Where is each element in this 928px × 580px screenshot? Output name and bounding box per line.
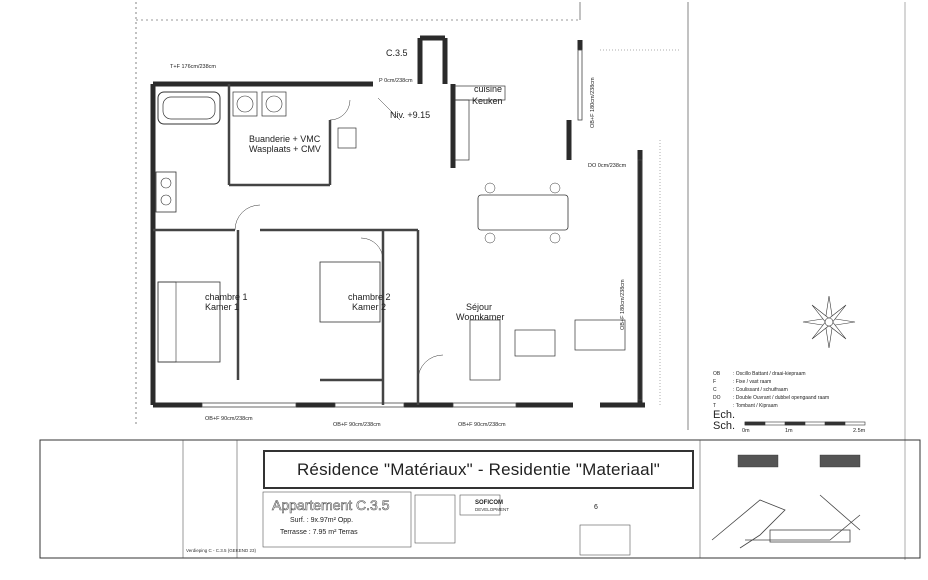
legend-code: OB [713, 371, 721, 377]
scale-tick-0: 0m [742, 428, 750, 434]
developer-sub: DEVELOPMENT [475, 507, 510, 512]
legend-row: DO : Double Ouvrant / dubbel opengaand ra… [713, 394, 829, 402]
bottom-reference: Verdieping C - C.3.5 (GEKEND 23) [186, 548, 257, 553]
window-note-bottom-mid: OB+F 90cm/238cm [333, 422, 381, 428]
window-note-right: DO 0cm/238cm [588, 163, 627, 169]
legend-text: : Oscillo Battant / draai-kiepraam [733, 371, 806, 377]
terrace-label: Terrasse : 7.95 m² Terras [280, 529, 358, 536]
page-number: 6 [594, 504, 598, 511]
legend-code: T [713, 403, 717, 409]
living-label-nl: Woonkamer [456, 312, 505, 322]
unit-label-top: C.3.5 [386, 48, 408, 58]
site-plan [711, 494, 861, 549]
window-note-top-left: T+F 176cm/238cm [170, 64, 217, 70]
bedroom2-label-nl: Kamer 2 [352, 302, 387, 312]
living-label-fr: Séjour [466, 302, 493, 312]
window-note-top-mid: P 0cm/238cm [379, 78, 413, 84]
building-thumbnails [737, 454, 861, 468]
window-note-bottom-right: OB+F 90cm/238cm [458, 422, 506, 428]
scale-label-nl: Sch. [713, 420, 736, 432]
legend-row: OB : Oscillo Battant / draai-kiepraam [713, 370, 829, 378]
residence-title: Résidence "Matériaux" - Residentie "Mate… [263, 450, 694, 489]
scale-tick-1: 1m [785, 428, 793, 434]
legend-row: T : Tombant / Kipraam [713, 402, 829, 410]
legend-code: DO [713, 395, 721, 401]
developer-brand: SOFICOM [475, 500, 503, 506]
laundry-label-nl: Wasplaats + CMV [249, 144, 321, 154]
legend-row: C : Coulissant / schuifraam [713, 386, 829, 394]
apartment-label: Appartement C.3.5 [272, 497, 390, 514]
kitchen-label-nl: Keuken [472, 96, 503, 106]
bedroom2-label-fr: chambre 2 [348, 292, 391, 302]
bedroom1-label-fr: chambre 1 [205, 292, 248, 302]
legend-code: F [713, 379, 717, 385]
compass-rose [802, 295, 856, 349]
window-note-bottom-left: OB+F 90cm/238cm [205, 416, 253, 422]
scale-bar [744, 421, 866, 426]
window-legend: OB : Oscillo Battant / draai-kiepraam F : … [713, 370, 829, 410]
legend-text: : Fixe / vast raam [733, 379, 772, 385]
kitchen-label-fr: cuisine [474, 84, 503, 94]
bedroom1-label-nl: Kamer 1 [205, 302, 240, 312]
laundry-label-fr: Buanderie + VMC [249, 134, 321, 144]
scale-tick-2: 2.5m [853, 428, 866, 434]
scale-label-fr: Ech. [713, 409, 736, 421]
legend-text: : Tombant / Kipraam [733, 403, 778, 409]
window-note-vertical-right: OB+F 180cm/238cm [620, 279, 626, 330]
level-label: Niv. +9.15 [390, 110, 431, 120]
surface-label: Surf. : 9x.97m² Opp. [290, 517, 354, 524]
legend-text: : Double Ouvrant / dubbel opengaand raam [733, 395, 830, 401]
legend-code: C [713, 387, 717, 393]
legend-row: F : Fixe / vast raam [713, 378, 829, 386]
legend-text: : Coulissant / schuifraam [733, 387, 788, 393]
window-note-vertical-upper: OB+F 180cm/238cm [590, 77, 596, 128]
